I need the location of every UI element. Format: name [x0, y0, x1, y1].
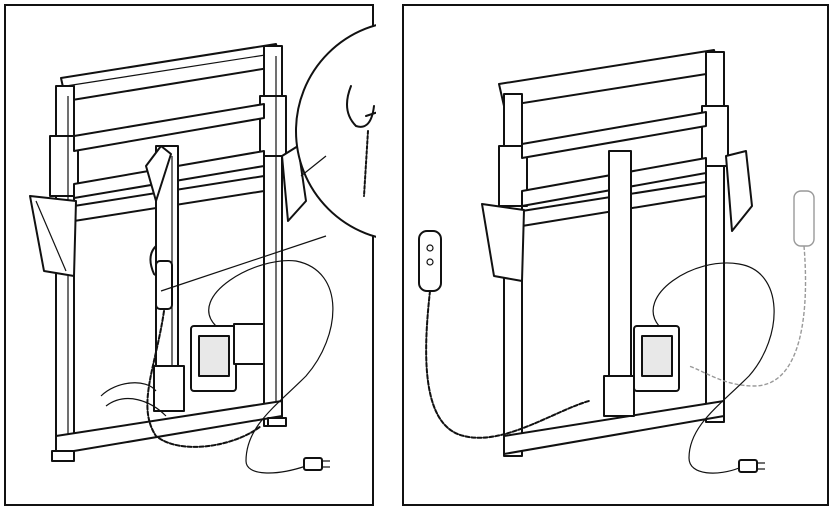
panel-left-hooked-handset: [4, 4, 376, 506]
power-cord: [652, 262, 775, 474]
side-bracket-left: [29, 195, 77, 277]
handset: [418, 230, 442, 292]
handset-on-hook: [149, 245, 173, 310]
magnifier-circle-icon: [160, 24, 376, 292]
right-post: [259, 45, 287, 427]
right-frame-illustration: [418, 49, 815, 474]
control-box: [633, 325, 680, 392]
side-bracket-right: [725, 150, 753, 232]
power-cord: [208, 260, 334, 474]
coiled-cable: [425, 290, 590, 439]
control-box: [190, 323, 265, 392]
lift-column: [603, 150, 635, 417]
bottom-rail: [51, 400, 287, 462]
ghost-handset: [688, 190, 815, 387]
top-crossbar: [498, 49, 720, 107]
side-bracket-left: [481, 203, 525, 282]
power-plug-icon: [738, 459, 765, 473]
bottom-cables: [100, 382, 167, 417]
side-bracket-right: [281, 145, 307, 222]
top-crossbar: [60, 43, 282, 102]
right-post: [701, 51, 729, 423]
coiled-cable: [146, 310, 262, 448]
left-frame-illustration: [29, 24, 376, 474]
bottom-rail: [503, 400, 725, 455]
panel-right-unhooked-handset: [402, 4, 829, 506]
power-plug-icon: [303, 457, 330, 471]
